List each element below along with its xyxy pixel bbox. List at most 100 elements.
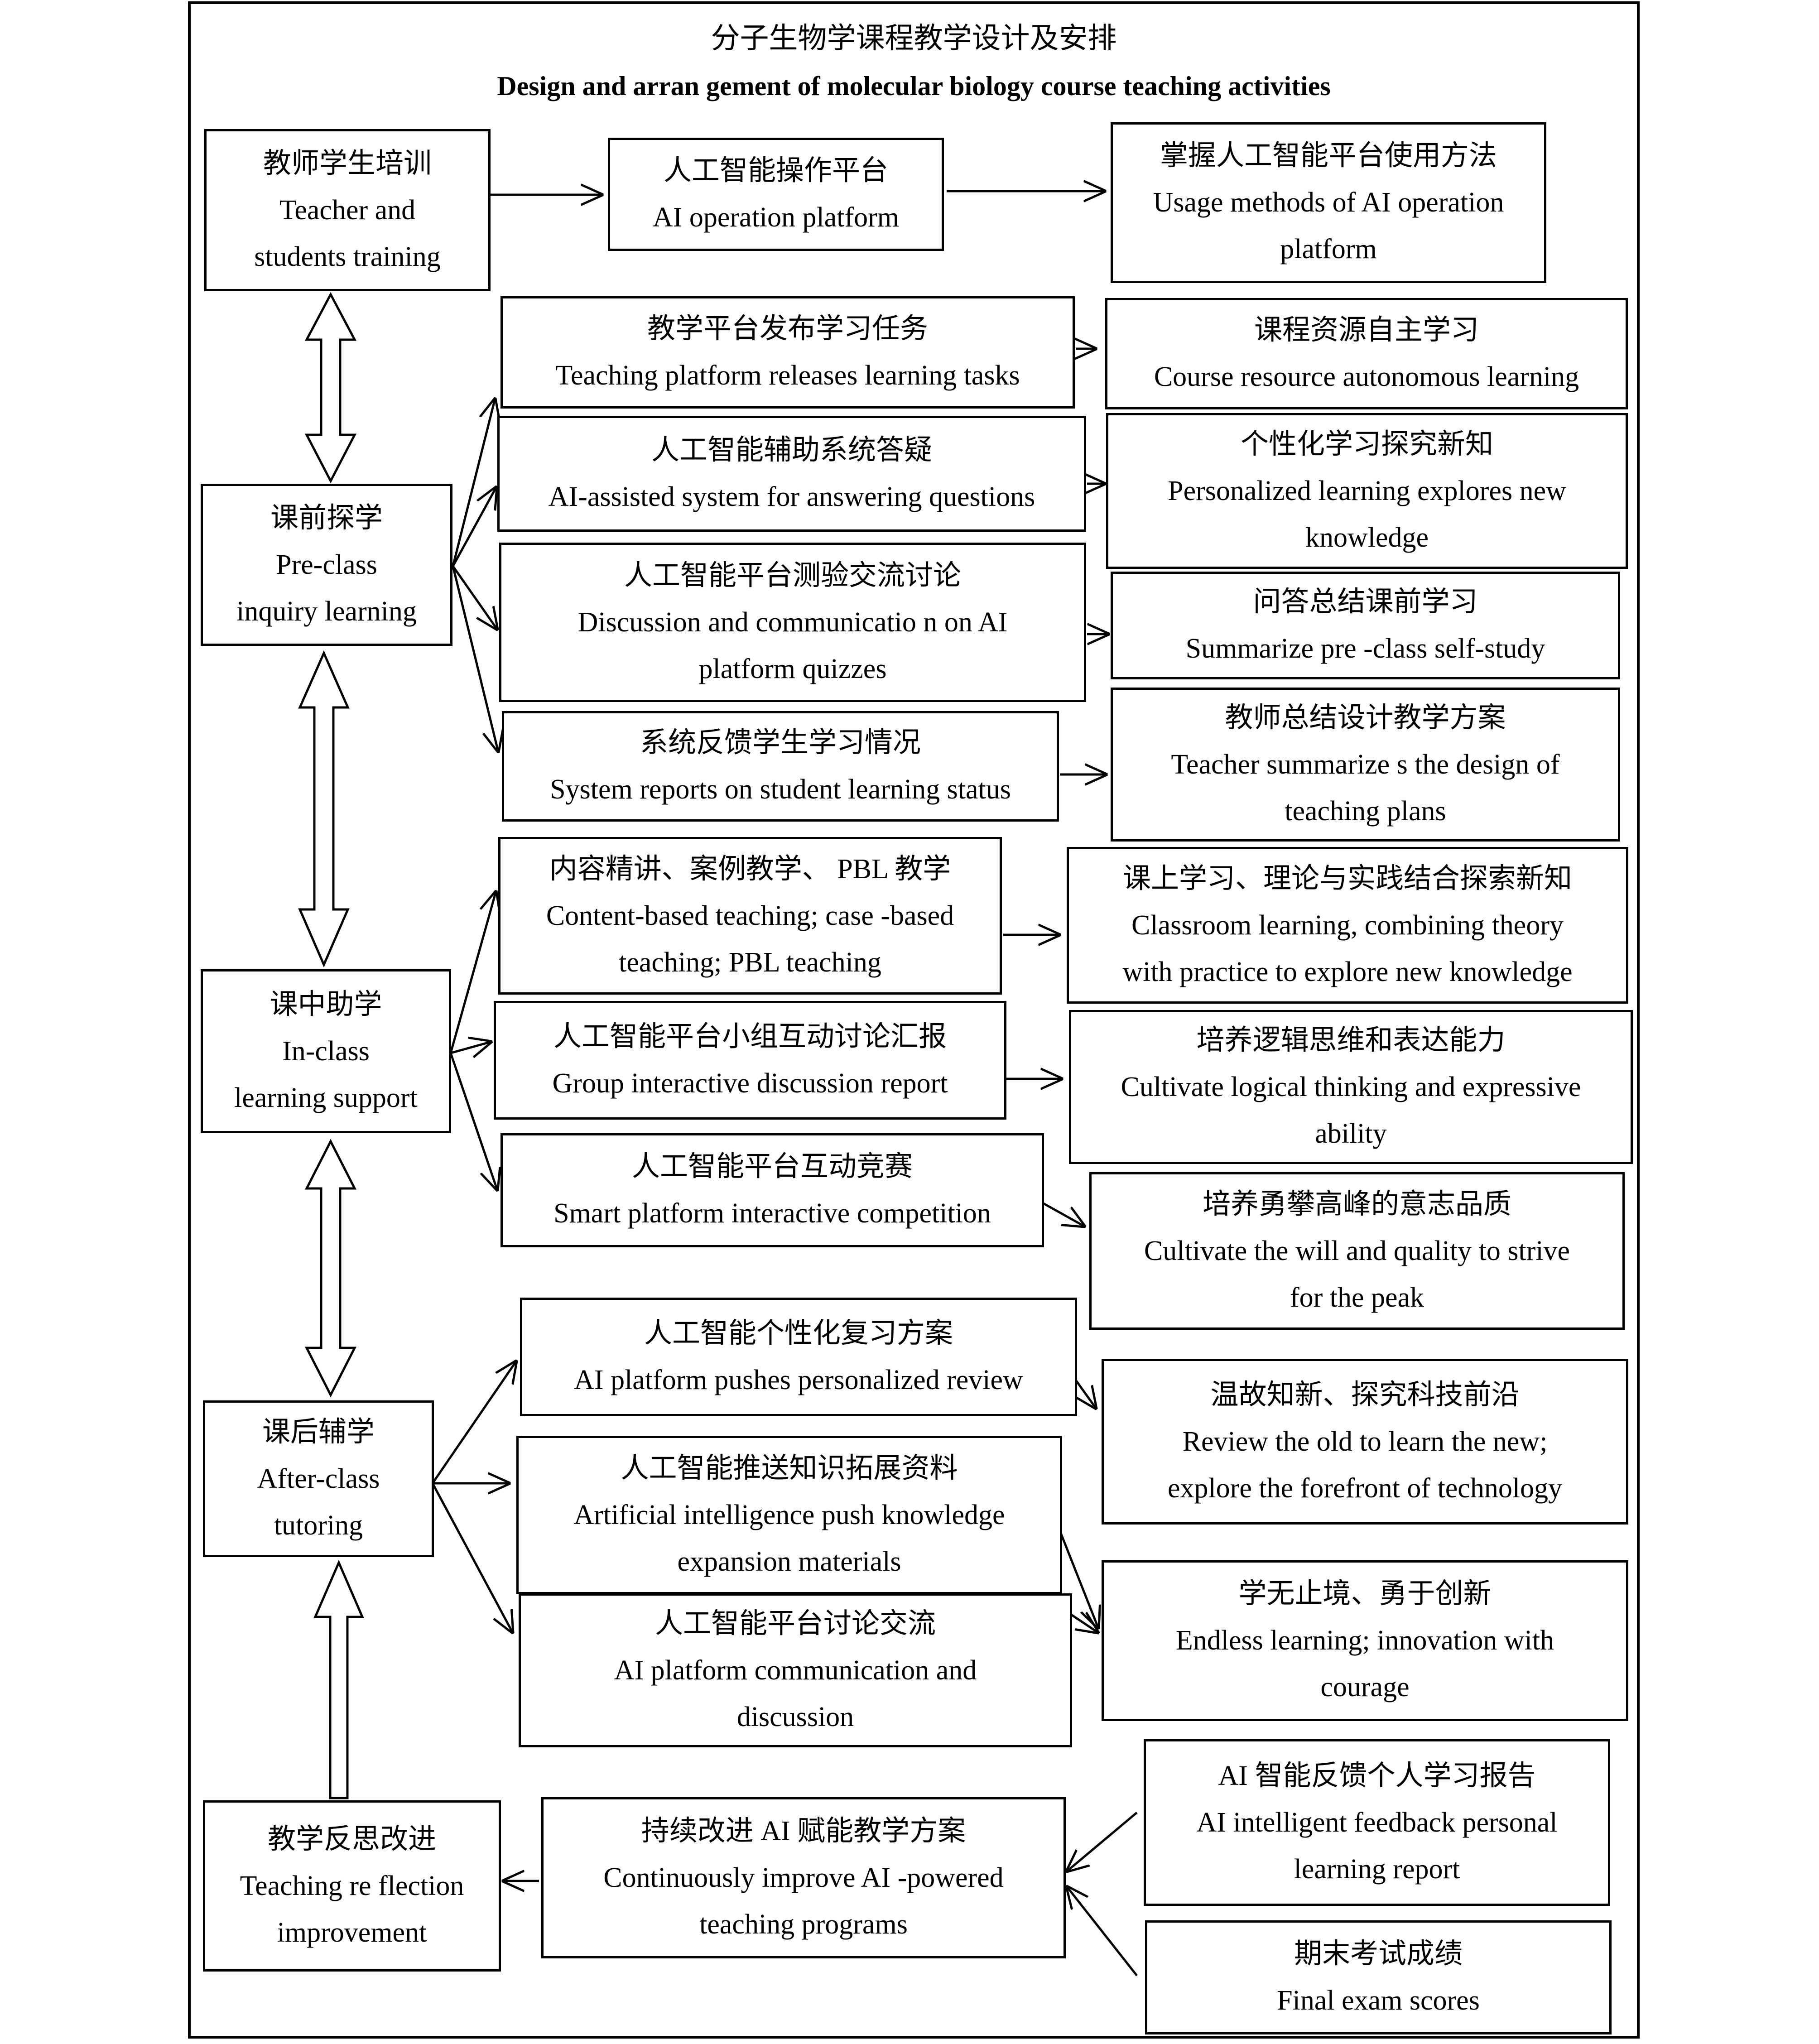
preclass-activity-4: 系统反馈学生学习情况 System reports on student lea… (502, 711, 1059, 822)
inclass-activity-3-zh: 人工智能平台互动竞赛 (631, 1151, 913, 1182)
ai-operation-platform-box: 人工智能操作平台 AI operation platform (608, 138, 944, 251)
inclass-outcome-3-zh: 培养勇攀高峰的意志品质 (1202, 1188, 1511, 1220)
final-exam-scores-box: 期末考试成绩 Final exam scores (1145, 1920, 1612, 2034)
improve-ai-teaching-en-1: Continuously improve AI -powered (603, 1862, 1004, 1893)
afterclass-outcome-2-en-2: courage (1320, 1672, 1410, 1703)
ai-feedback-report-zh: AI 智能反馈个人学习报告 (1218, 1760, 1536, 1791)
preclass-outcome-4-en-1: Teacher summarize s the design of (1171, 749, 1560, 780)
stage-reflection-en-2: improvement (277, 1917, 427, 1948)
final-exam-scores-en: Final exam scores (1277, 1985, 1480, 2016)
usage-methods-zh: 掌握人工智能平台使用方法 (1160, 140, 1497, 171)
usage-methods-box: 掌握人工智能平台使用方法 Usage methods of AI operati… (1111, 122, 1546, 283)
preclass-outcome-4-en-2: teaching plans (1285, 795, 1446, 827)
preclass-activity-2-en: AI-assisted system for answering questio… (548, 481, 1035, 512)
preclass-outcome-3: 问答总结课前学习 Summarize pre -class self-study (1111, 572, 1620, 679)
stage-afterclass-box: 课后辅学 After-class tutoring (203, 1400, 434, 1557)
inclass-activity-2-zh: 人工智能平台小组互动讨论汇报 (553, 1021, 947, 1052)
stage-training-zh: 教师学生培训 (263, 148, 432, 179)
usage-methods-en-1: Usage methods of AI operation (1153, 187, 1504, 218)
preclass-outcome-2-en-2: knowledge (1305, 522, 1429, 553)
inclass-activity-1: 内容精讲、案例教学、 PBL 教学 Content-based teaching… (498, 837, 1002, 995)
afterclass-activity-1-en: AI platform pushes personalized review (574, 1365, 1023, 1395)
afterclass-outcome-2-en-1: Endless learning; innovation with (1175, 1625, 1554, 1656)
preclass-activity-3-en-2: platform quizzes (698, 653, 887, 684)
diagram-title-chinese: 分子生物学课程教学设计及安排 (711, 22, 1117, 54)
preclass-activity-3: 人工智能平台测验交流讨论 Discussion and communicatio… (499, 543, 1086, 702)
afterclass-outcome-2-zh: 学无止境、勇于创新 (1238, 1578, 1492, 1609)
afterclass-activity-3-en-1: AI platform communication and (614, 1654, 977, 1686)
ai-feedback-report-en-1: AI intelligent feedback personal (1196, 1807, 1558, 1838)
stage-reflection-en-1: Teaching re flection (240, 1870, 464, 1901)
preclass-activity-4-zh: 系统反馈学生学习情况 (640, 727, 921, 758)
ai-feedback-report-box: AI 智能反馈个人学习报告 AI intelligent feedback pe… (1144, 1739, 1610, 1906)
preclass-outcome-2: 个性化学习探究新知 Personalized learning explores… (1106, 413, 1628, 569)
afterclass-outcome-1-zh: 温故知新、探究科技前沿 (1210, 1379, 1520, 1410)
preclass-outcome-2-en-1: Personalized learning explores new (1168, 475, 1566, 506)
ai-operation-platform-zh: 人工智能操作平台 (663, 155, 888, 186)
stage-inclass-en-2: learning support (234, 1082, 418, 1113)
afterclass-outcome-1: 温故知新、探究科技前沿 Review the old to learn the … (1102, 1359, 1628, 1525)
stage-afterclass-en-1: After-class (257, 1463, 380, 1494)
inclass-outcome-1-en-1: Classroom learning, combining theory (1131, 909, 1564, 941)
inclass-activity-1-en-2: teaching; PBL teaching (619, 947, 881, 978)
stage-preclass-en-2: inquiry learning (236, 596, 417, 627)
stage-inclass-box: 课中助学 In-class learning support (201, 969, 451, 1133)
afterclass-activity-2-en-1: Artificial intelligence push knowledge (573, 1499, 1005, 1530)
stage-reflection-box: 教学反思改进 Teaching re flection improvement (203, 1800, 501, 1972)
afterclass-activity-1: 人工智能个性化复习方案 AI platform pushes personali… (520, 1298, 1077, 1416)
preclass-outcome-1-en: Course resource autonomous learning (1154, 361, 1579, 392)
inclass-outcome-2-en-1: Cultivate logical thinking and expressiv… (1121, 1071, 1581, 1102)
preclass-outcome-4: 教师总结设计教学方案 Teacher summarize s the desig… (1111, 688, 1620, 842)
preclass-activity-3-en-1: Discussion and communicatio n on AI (577, 606, 1008, 638)
stage-training-en-2: students training (254, 241, 441, 272)
preclass-outcome-2-zh: 个性化学习探究新知 (1240, 428, 1493, 460)
preclass-activity-1: 教学平台发布学习任务 Teaching platform releases le… (500, 296, 1075, 409)
preclass-outcome-4-zh: 教师总结设计教学方案 (1225, 702, 1506, 733)
afterclass-activity-1-zh: 人工智能个性化复习方案 (644, 1318, 953, 1349)
inclass-outcome-1: 课上学习、理论与实践结合探索新知 Classroom learning, com… (1067, 847, 1628, 1004)
inclass-activity-1-zh: 内容精讲、案例教学、 PBL 教学 (549, 853, 951, 885)
afterclass-outcome-1-en-1: Review the old to learn the new; (1182, 1426, 1548, 1457)
stage-preclass-en-1: Pre-class (276, 549, 377, 580)
inclass-outcome-2-zh: 培养逻辑思维和表达能力 (1196, 1024, 1506, 1056)
afterclass-activity-3-en-2: discussion (736, 1701, 854, 1732)
stage-training-box: 教师学生培训 Teacher and students training (204, 129, 491, 291)
inclass-outcome-3-en-1: Cultivate the will and quality to strive (1144, 1235, 1570, 1266)
inclass-outcome-3-en-2: for the peak (1290, 1282, 1424, 1313)
inclass-outcome-2: 培养逻辑思维和表达能力 Cultivate logical thinking a… (1069, 1010, 1633, 1164)
improve-ai-teaching-en-2: teaching programs (699, 1909, 908, 1940)
stage-inclass-zh: 课中助学 (269, 989, 382, 1020)
afterclass-outcome-1-en-2: explore the forefront of technology (1167, 1472, 1563, 1504)
inclass-activity-2-en: Group interactive discussion report (552, 1068, 948, 1099)
afterclass-activity-2-en-2: expansion materials (677, 1546, 901, 1577)
afterclass-activity-2-zh: 人工智能推送知识拓展资料 (621, 1452, 958, 1484)
stage-afterclass-zh: 课后辅学 (262, 1416, 375, 1448)
afterclass-activity-3-zh: 人工智能平台讨论交流 (654, 1608, 936, 1639)
inclass-activity-3: 人工智能平台互动竞赛 Smart platform interactive co… (500, 1133, 1044, 1247)
inclass-outcome-2-en-2: ability (1315, 1118, 1387, 1149)
inclass-activity-1-en-1: Content-based teaching; case -based (546, 900, 954, 931)
ai-feedback-report-en-2: learning report (1294, 1853, 1460, 1885)
stage-reflection-zh: 教学反思改进 (267, 1823, 436, 1855)
improve-ai-teaching-box: 持续改进 AI 赋能教学方案 Continuously improve AI -… (541, 1797, 1066, 1958)
preclass-activity-2: 人工智能辅助系统答疑 AI-assisted system for answer… (497, 416, 1086, 532)
preclass-activity-2-zh: 人工智能辅助系统答疑 (651, 435, 932, 466)
preclass-outcome-3-en: Summarize pre -class self-study (1185, 633, 1545, 664)
preclass-activity-3-zh: 人工智能平台测验交流讨论 (624, 560, 961, 591)
stage-training-en-1: Teacher and (279, 194, 416, 226)
inclass-outcome-3: 培养勇攀高峰的意志品质 Cultivate the will and quali… (1089, 1172, 1625, 1330)
stage-inclass-en-1: In-class (282, 1035, 370, 1067)
improve-ai-teaching-zh: 持续改进 AI 赋能教学方案 (641, 1815, 966, 1847)
inclass-outcome-1-zh: 课上学习、理论与实践结合探索新知 (1122, 863, 1572, 894)
ai-operation-platform-en: AI operation platform (652, 202, 900, 233)
final-exam-scores-zh: 期末考试成绩 (1294, 1938, 1463, 1969)
inclass-activity-2: 人工智能平台小组互动讨论汇报 Group interactive discuss… (494, 1001, 1006, 1120)
diagram-title-english: Design and arran gement of molecular bio… (497, 71, 1331, 101)
afterclass-activity-3: 人工智能平台讨论交流 AI platform communication and… (519, 1593, 1072, 1747)
preclass-outcome-1-zh: 课程资源自主学习 (1254, 315, 1479, 346)
stage-preclass-zh: 课前探学 (270, 502, 383, 534)
inclass-outcome-1-en-2: with practice to explore new knowledge (1122, 956, 1573, 987)
afterclass-activity-2: 人工智能推送知识拓展资料 Artificial intelligence pus… (516, 1436, 1062, 1594)
afterclass-outcome-2: 学无止境、勇于创新 Endless learning; innovation w… (1102, 1560, 1628, 1721)
preclass-activity-1-zh: 教学平台发布学习任务 (647, 313, 928, 344)
